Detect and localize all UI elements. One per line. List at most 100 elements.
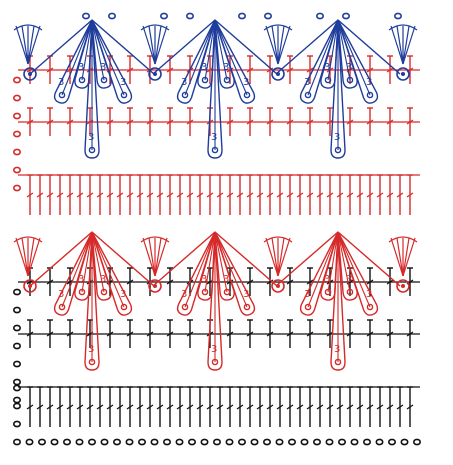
double-crochet-slash — [406, 404, 414, 410]
chain-stitch-oval — [100, 438, 109, 446]
small-fan-arc — [263, 236, 293, 243]
chain-stitch-oval — [275, 438, 284, 446]
petal-spine — [91, 231, 105, 293]
double-crochet-slash — [386, 192, 394, 198]
small-fan-stroke — [142, 25, 156, 65]
shell-fan-line — [91, 19, 155, 75]
small-fan-stroke — [402, 237, 416, 277]
chain-stitch-oval — [350, 438, 359, 446]
double-crochet-slash — [286, 331, 294, 337]
double-crochet-slash — [266, 67, 274, 73]
petal-end-dot — [120, 91, 128, 99]
chain-stitch-oval — [13, 342, 22, 350]
small-fan-arc — [263, 24, 293, 31]
shell-fan-line — [275, 19, 339, 75]
petal-label: 3 — [181, 289, 187, 300]
petal-cluster — [337, 19, 379, 104]
shell-node-ring — [271, 67, 285, 81]
double-crochet-slash — [66, 192, 74, 198]
petal-end-dot — [243, 91, 251, 99]
petal-label: 3 — [346, 274, 352, 285]
double-crochet-slash — [36, 404, 44, 410]
petal-spine — [91, 231, 125, 308]
double-crochet-slash — [246, 192, 254, 198]
petal-label: 3 — [304, 77, 310, 88]
double-crochet-slash — [106, 331, 114, 337]
petal-end-dot — [324, 288, 332, 296]
chain-stitch-oval — [13, 94, 22, 102]
double-crochet-slash — [116, 192, 124, 198]
small-fan-stroke — [27, 25, 41, 65]
petal-end-dot — [334, 358, 342, 366]
double-crochet-slash — [376, 404, 384, 410]
chain-stitch-oval — [375, 438, 384, 446]
chain-stitch-oval — [300, 438, 309, 446]
double-crochet-slash — [306, 331, 314, 337]
chain-stitch-oval — [37, 438, 46, 446]
chain-stitch-oval — [13, 396, 22, 404]
double-crochet-slash — [146, 119, 154, 125]
slip-stitch-dot — [401, 72, 405, 76]
petal-end-dot — [366, 91, 374, 99]
double-crochet-slash — [366, 67, 374, 73]
double-crochet-slash — [266, 119, 274, 125]
petal-spine — [327, 231, 339, 293]
double-crochet-slash — [166, 67, 174, 73]
double-crochet-slash — [246, 279, 254, 285]
double-crochet-slash — [196, 404, 204, 410]
petal-cluster — [214, 231, 256, 316]
shell-fan-line — [152, 19, 216, 75]
double-crochet-slash — [346, 404, 354, 410]
petal-label: 3 — [88, 344, 94, 355]
petal-cluster — [84, 231, 100, 371]
petal-end-dot — [78, 76, 86, 84]
double-crochet-slash — [276, 192, 284, 198]
small-fan-stroke — [21, 25, 29, 65]
petal-end-dot — [100, 76, 108, 84]
double-crochet-slash — [286, 404, 294, 410]
petal-cluster — [176, 19, 216, 104]
double-crochet-slash — [386, 67, 394, 73]
chain-stitch-oval — [50, 438, 59, 446]
chain-stitch-oval — [13, 288, 22, 296]
petal-spine — [184, 19, 216, 96]
double-crochet-slash — [186, 192, 194, 198]
double-crochet-slash — [186, 331, 194, 337]
double-crochet-slash — [306, 279, 314, 285]
double-crochet-slash — [146, 192, 154, 198]
double-crochet-slash — [166, 279, 174, 285]
petal-label: 3 — [88, 132, 94, 143]
petal-cluster — [299, 231, 339, 316]
double-crochet-slash — [46, 331, 54, 337]
chain-stitch-oval — [412, 438, 421, 446]
chain-stitch-oval — [213, 438, 222, 446]
chain-stitch-oval — [287, 438, 296, 446]
petal-spine — [81, 231, 93, 293]
double-crochet-slash — [66, 404, 74, 410]
petal-label: 3 — [100, 274, 106, 285]
chain-stitch-oval — [387, 438, 396, 446]
double-crochet-slash — [166, 404, 174, 410]
small-fan-stroke — [390, 25, 404, 65]
small-fan-stroke — [21, 237, 29, 277]
chain-stitch-oval — [238, 438, 247, 446]
small-fan-stroke — [277, 25, 285, 65]
double-crochet-slash — [126, 192, 134, 198]
double-crochet-slash — [386, 404, 394, 410]
double-crochet-slash — [396, 192, 404, 198]
shell-fan-line — [337, 231, 401, 287]
small-fan-stroke — [15, 237, 29, 277]
small-fan-arc — [140, 24, 170, 31]
double-crochet-slash — [356, 192, 364, 198]
petal-label: 3 — [100, 62, 106, 73]
double-crochet-slash — [266, 331, 274, 337]
petal-label: 3 — [223, 62, 229, 73]
small-fan-stroke — [27, 25, 35, 65]
petal-cluster — [214, 231, 235, 301]
small-fan-stroke — [27, 237, 35, 277]
petal-label: 3 — [120, 289, 126, 300]
double-crochet-slash — [286, 279, 294, 285]
petal-cluster — [330, 19, 346, 159]
slip-stitch-dot — [401, 284, 405, 288]
